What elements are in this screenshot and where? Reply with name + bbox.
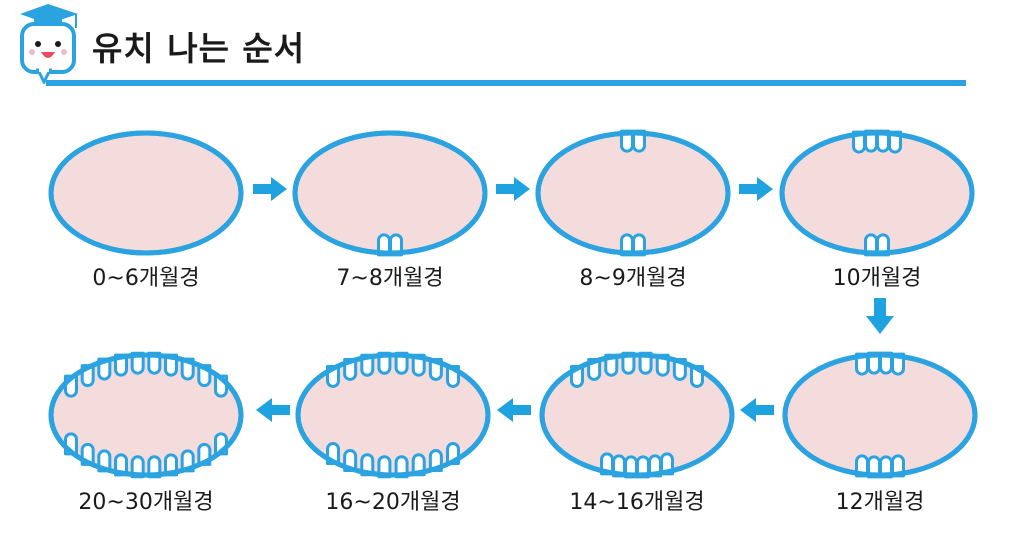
title-underline <box>46 80 966 86</box>
stage-3: 10개월경 <box>777 128 977 298</box>
graduate-mascot-icon <box>20 4 78 84</box>
stage-label: 0~6개월경 <box>92 266 200 291</box>
upper-tooth <box>394 351 409 375</box>
stage-label: 8~9개월경 <box>579 266 687 291</box>
upper-tooth <box>114 353 128 377</box>
mouth-diagram <box>539 351 735 479</box>
arrow-right-icon <box>739 177 773 201</box>
mouth-outline <box>782 352 978 478</box>
upper-tooth <box>147 351 162 375</box>
upper-tooth <box>891 352 905 376</box>
stage-label: 14~16개월경 <box>569 490 705 515</box>
stage-7: 20~30개월경 <box>46 350 246 520</box>
lower-tooth <box>114 453 128 477</box>
stage-label: 10개월경 <box>832 266 922 291</box>
stage-2: 8~9개월경 <box>533 128 733 298</box>
lower-tooth <box>130 455 145 479</box>
stage-label: 16~20개월경 <box>325 490 461 515</box>
stage-1: 7~8개월경 <box>290 128 490 298</box>
mouth-diagram <box>295 351 491 479</box>
lower-tooth <box>876 233 890 257</box>
lower-tooth <box>360 453 375 477</box>
stage-label: 20~30개월경 <box>78 490 214 515</box>
lower-tooth <box>377 455 392 479</box>
upper-tooth <box>888 130 902 154</box>
mouth-diagram <box>535 129 731 257</box>
arrow-down-icon <box>866 298 894 334</box>
upper-tooth <box>655 353 670 377</box>
stage-0: 0~6개월경 <box>46 128 246 298</box>
mouth-outline <box>48 130 244 256</box>
lower-tooth <box>389 233 403 257</box>
mouth-outline <box>48 352 244 478</box>
lower-tooth <box>411 453 426 477</box>
upper-tooth <box>632 129 646 153</box>
mouth-diagram <box>779 129 975 257</box>
mouth-outline <box>535 130 731 256</box>
mouth-outline <box>539 352 735 478</box>
upper-tooth <box>638 351 653 375</box>
mouth-diagram <box>782 351 978 479</box>
lower-tooth <box>891 454 905 478</box>
page-title: 유치 나는 순서 <box>92 29 306 68</box>
lower-tooth <box>164 453 178 477</box>
arrow-left-icon <box>740 398 774 422</box>
upper-tooth <box>360 353 375 377</box>
lower-tooth <box>147 455 162 479</box>
upper-tooth <box>411 353 426 377</box>
stage-6: 16~20개월경 <box>293 350 493 520</box>
mouth-diagram <box>48 351 244 479</box>
mouth-diagram <box>292 130 488 257</box>
arrow-left-icon <box>256 398 290 422</box>
stage-label: 12개월경 <box>835 490 925 515</box>
stage-5: 14~16개월경 <box>537 350 737 520</box>
lower-tooth <box>394 455 409 479</box>
mouth-diagram <box>48 130 244 256</box>
mouth-outline <box>779 130 975 256</box>
header: 유치 나는 순서 <box>0 0 1024 100</box>
arrow-right-icon <box>496 177 530 201</box>
upper-tooth <box>621 351 636 375</box>
upper-tooth <box>164 353 178 377</box>
upper-tooth <box>130 351 145 375</box>
upper-tooth <box>377 351 392 375</box>
stage-label: 7~8개월경 <box>336 266 444 291</box>
mouth-outline <box>295 352 491 478</box>
mouth-outline <box>292 130 488 256</box>
lower-tooth <box>632 233 646 257</box>
arrow-left-icon <box>497 398 531 422</box>
upper-tooth <box>604 353 619 377</box>
stage-4: 12개월경 <box>780 350 980 520</box>
arrow-right-icon <box>253 177 287 201</box>
